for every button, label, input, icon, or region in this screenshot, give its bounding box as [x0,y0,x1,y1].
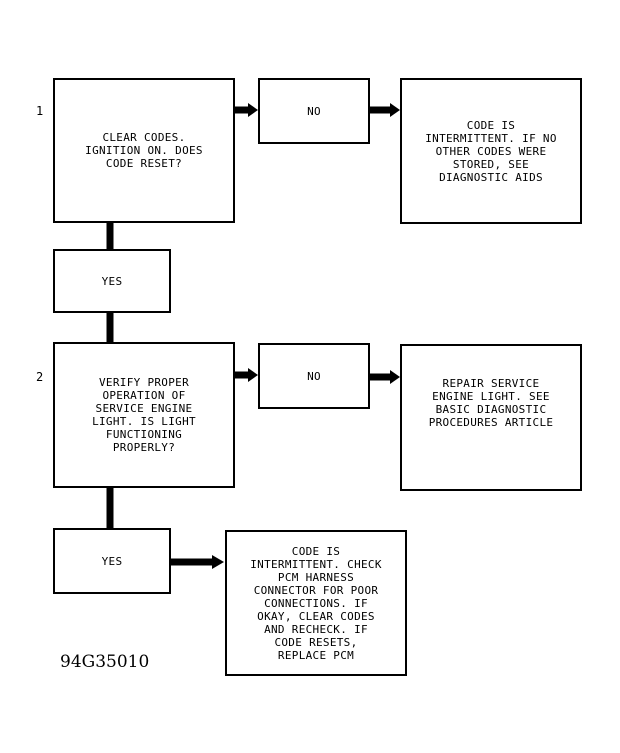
no-result-box-2: REPAIR SERVICE ENGINE LIGHT. SEE BASIC D… [400,344,582,491]
yes-label-1: YES [101,274,123,288]
yes-box-1: YES [53,249,171,313]
question-box-1: CLEAR CODES. IGNITION ON. DOES CODE RESE… [53,78,235,223]
step-number-2: 2 [36,370,44,384]
no-result-box-1: CODE IS INTERMITTENT. IF NO OTHER CODES … [400,78,582,224]
step-number-1: 1 [36,104,44,118]
yes-box-2: YES [53,528,171,594]
question-text-2: VERIFY PROPER OPERATION OF SERVICE ENGIN… [92,376,196,454]
yes-label-2: YES [101,554,123,568]
no-result-text-1: CODE IS INTERMITTENT. IF NO OTHER CODES … [425,118,557,184]
no-box-1: NO [258,78,370,144]
arrowhead-q2-no [248,368,258,382]
question-text-1: CLEAR CODES. IGNITION ON. DOES CODE RESE… [85,131,203,170]
question-box-2: VERIFY PROPER OPERATION OF SERVICE ENGIN… [53,342,235,488]
arrowhead-yes2-result [212,555,224,569]
arrowhead-no2-result [390,370,400,384]
no-label-1: NO [307,104,321,118]
arrowhead-q1-no [248,103,258,117]
no-box-2: NO [258,343,370,409]
no-label-2: NO [307,369,321,383]
arrowhead-no1-result [390,103,400,117]
yes-result-box-2: CODE IS INTERMITTENT. CHECK PCM HARNESS … [225,530,407,676]
yes-result-text-2: CODE IS INTERMITTENT. CHECK PCM HARNESS … [250,544,382,662]
figure-id: 94G35010 [60,652,150,672]
no-result-text-2: REPAIR SERVICE ENGINE LIGHT. SEE BASIC D… [428,376,554,429]
